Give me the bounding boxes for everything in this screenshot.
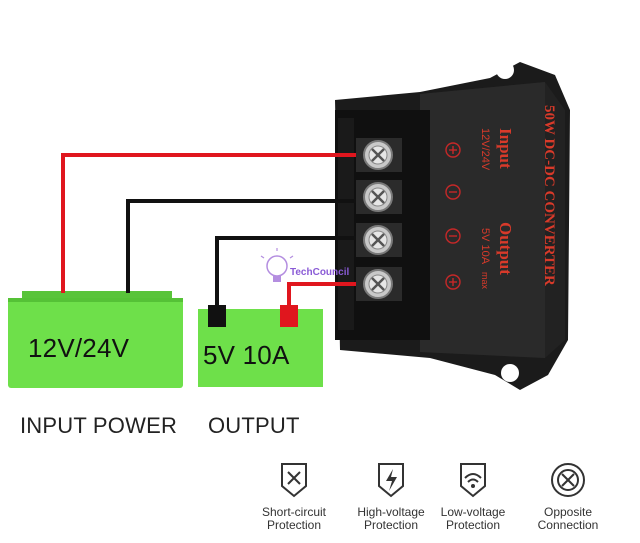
mount-hole-bottom bbox=[501, 364, 519, 382]
terminal-screw-2 bbox=[356, 180, 402, 214]
terminal-screws bbox=[356, 138, 402, 301]
battery-caption: INPUT POWER bbox=[20, 413, 178, 438]
input-label: Input bbox=[496, 128, 515, 169]
wires bbox=[61, 153, 360, 307]
output-positive-wire bbox=[287, 282, 360, 307]
high-voltage-icon bbox=[378, 463, 404, 498]
feature-line2: Protection bbox=[445, 518, 501, 532]
output-plus-icon bbox=[445, 274, 461, 290]
feature-low-voltage: Low-voltage Protection bbox=[425, 460, 521, 532]
output-box bbox=[198, 305, 323, 387]
output-negative-wire bbox=[215, 236, 360, 307]
output-minus-icon bbox=[445, 228, 461, 244]
feature-high-voltage: High-voltage Protection bbox=[343, 460, 439, 532]
opposite-connection-icon bbox=[551, 463, 585, 497]
output-label-text: 5V 10A bbox=[203, 340, 290, 370]
watermark: TechCouncil bbox=[260, 248, 349, 282]
input-minus-icon bbox=[445, 184, 461, 200]
feature-line1: Short-circuit bbox=[261, 505, 326, 519]
terminal-screw-3 bbox=[356, 223, 402, 257]
input-positive-wire bbox=[61, 153, 360, 293]
input-plus-icon bbox=[445, 142, 461, 158]
feature-line1: High-voltage bbox=[357, 505, 425, 519]
battery bbox=[8, 291, 183, 388]
input-spec: 12V/24V bbox=[479, 128, 491, 171]
terminal-screw-1 bbox=[356, 138, 402, 172]
output-max: max bbox=[480, 272, 490, 290]
polarity-marks bbox=[445, 142, 461, 290]
short-circuit-icon bbox=[281, 463, 307, 498]
lightbulb-icon bbox=[260, 248, 294, 282]
watermark-text: TechCouncil bbox=[290, 267, 349, 278]
feature-line2: Connection bbox=[537, 518, 599, 532]
feature-line1: Low-voltage bbox=[440, 505, 506, 519]
mount-hole-top bbox=[496, 61, 514, 79]
feature-opposite-connection: Opposite Connection bbox=[520, 460, 616, 532]
feature-line2: Protection bbox=[266, 518, 322, 532]
output-spec: 5V 10A bbox=[479, 228, 491, 265]
terminal-screw-4 bbox=[356, 267, 402, 301]
output-negative-terminal bbox=[208, 305, 226, 327]
feature-line1: Opposite bbox=[543, 505, 593, 519]
low-voltage-icon bbox=[460, 463, 486, 498]
input-negative-wire bbox=[126, 199, 360, 293]
output-caption: OUTPUT bbox=[208, 413, 300, 438]
output-positive-terminal bbox=[280, 305, 298, 327]
output-label: Output bbox=[496, 222, 515, 275]
feature-line2: Protection bbox=[363, 518, 419, 532]
converter-title: 50W DC-DC CONVERTER bbox=[541, 105, 557, 286]
battery-label: 12V/24V bbox=[28, 333, 130, 363]
feature-short-circuit: Short-circuit Protection bbox=[246, 460, 342, 532]
